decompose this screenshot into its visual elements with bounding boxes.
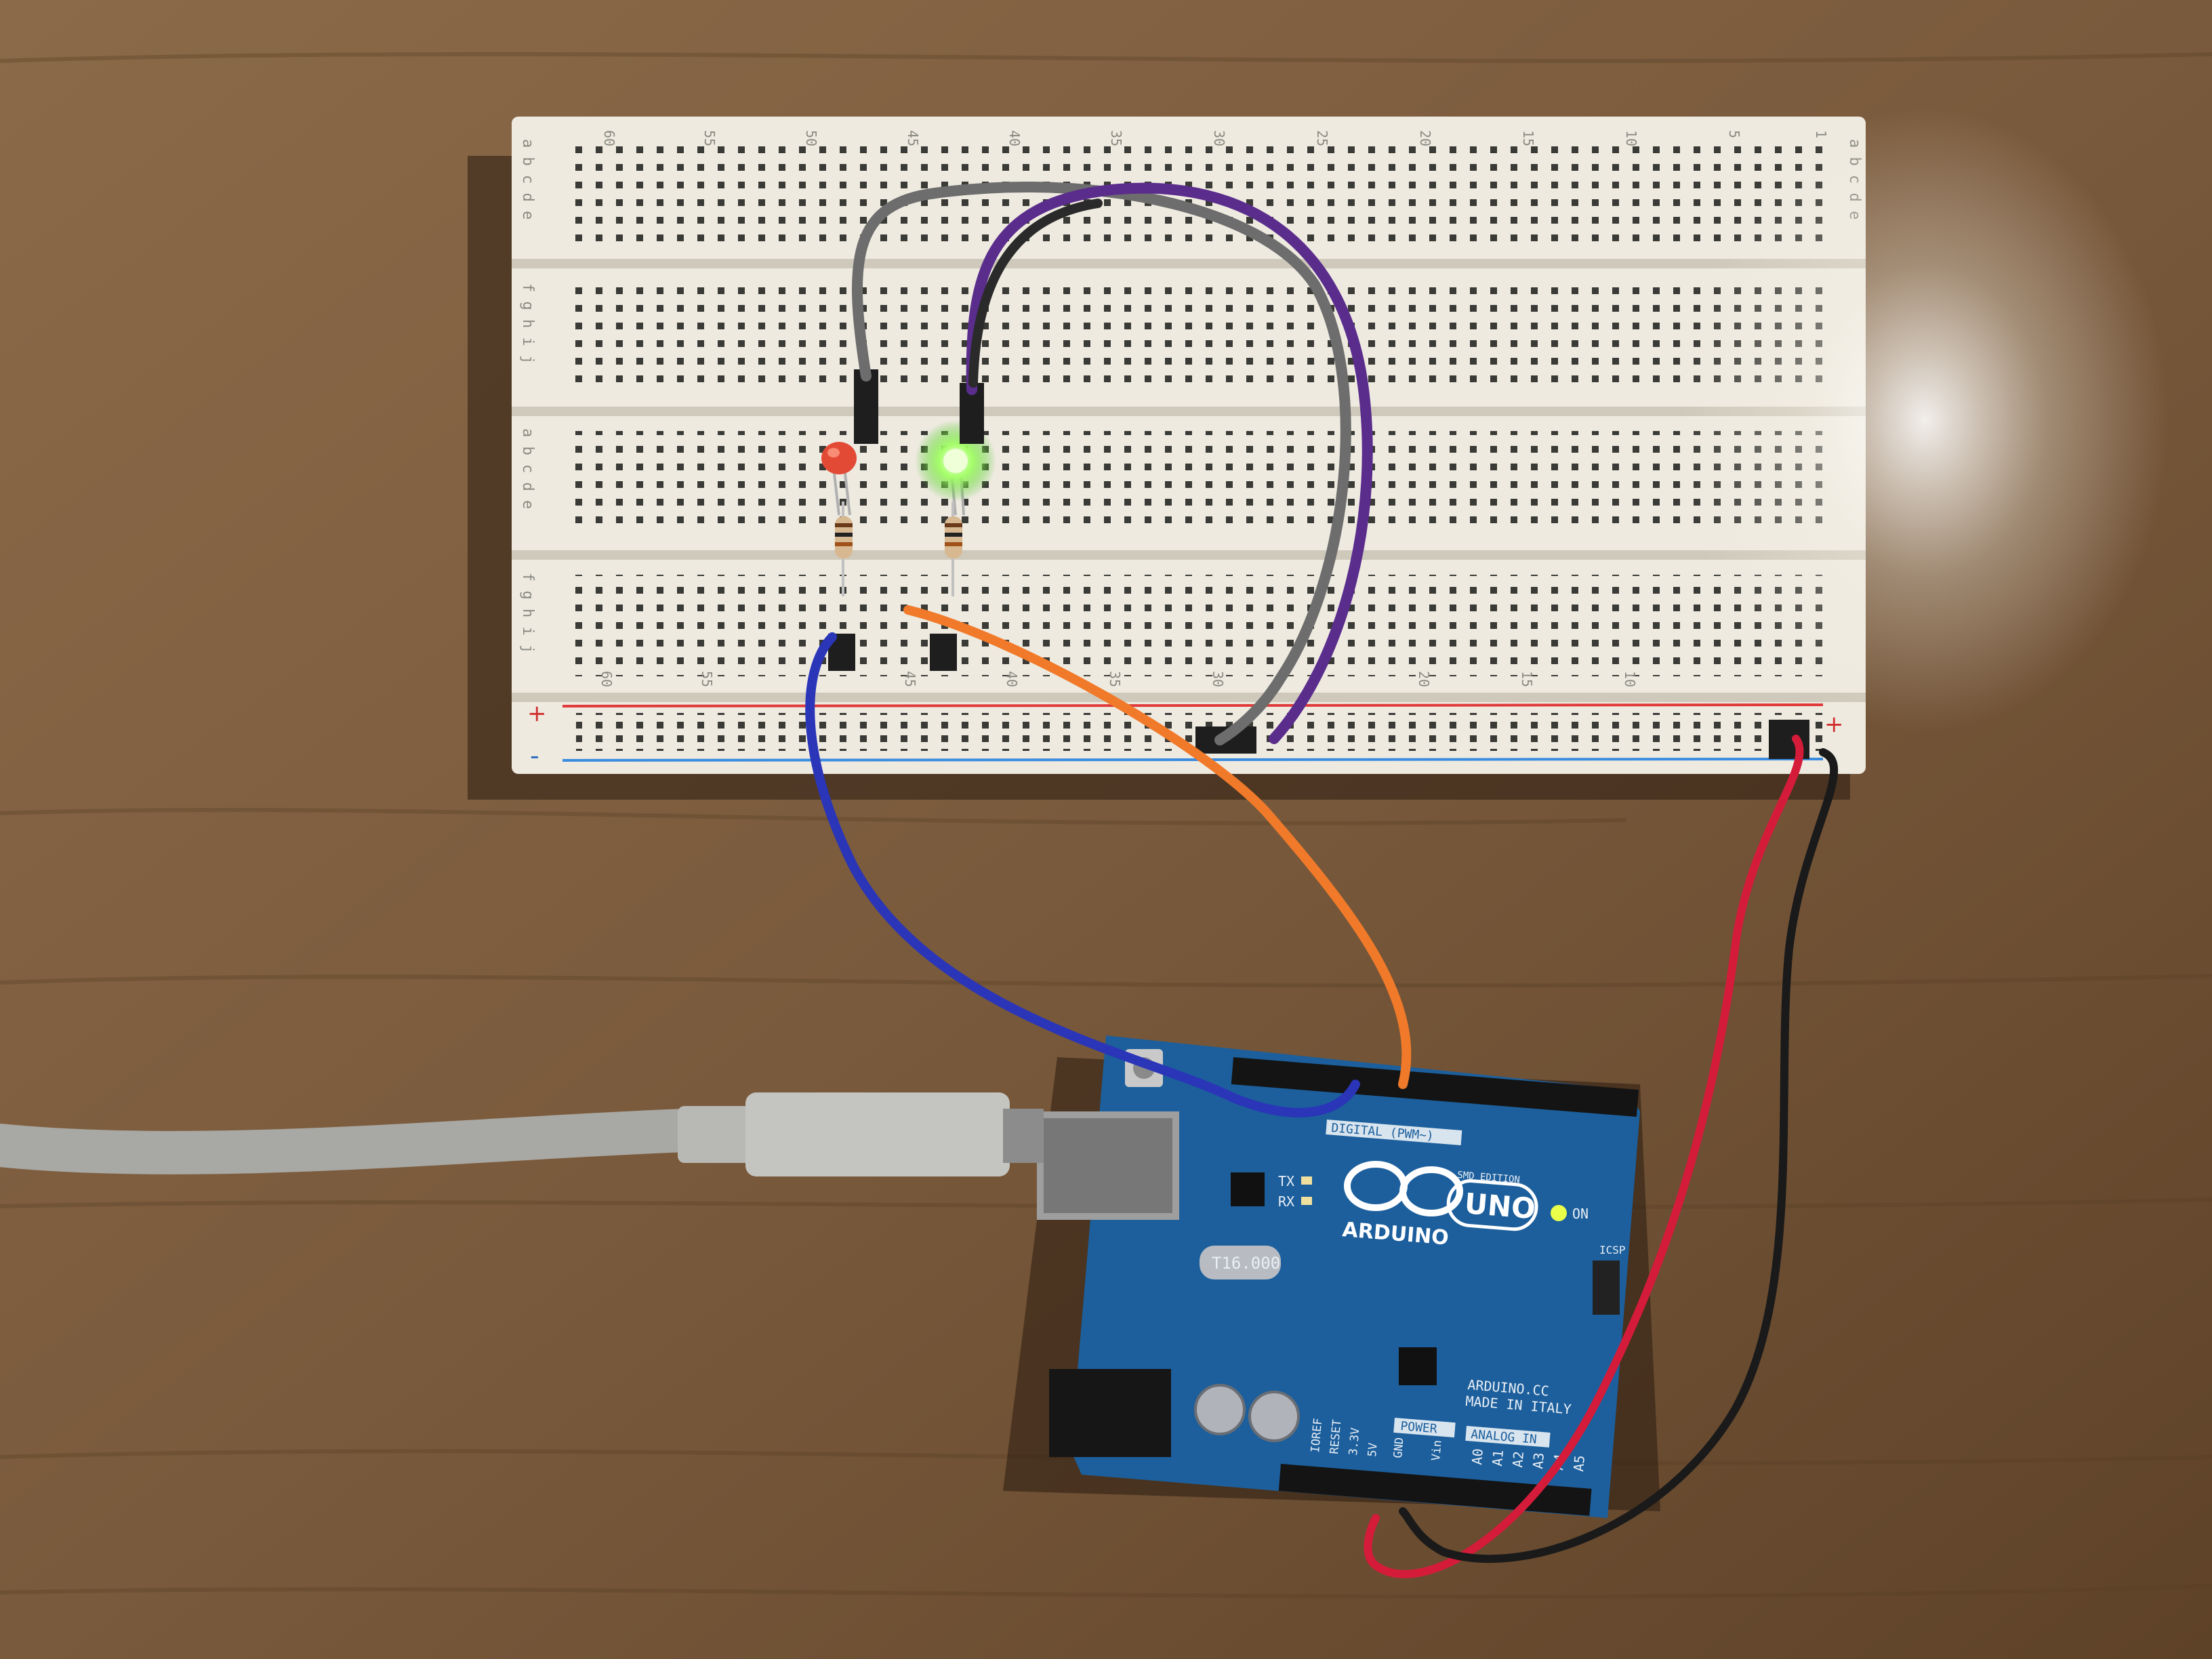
rail-line-red xyxy=(562,703,1824,708)
row-letters-top-1: a b c d e xyxy=(519,139,536,220)
wire-black xyxy=(1399,748,1839,1563)
plug-gray-left xyxy=(854,369,878,444)
pin-3v3-label: 3.3V xyxy=(1347,1427,1362,1456)
col-num-bottom-60: 60 xyxy=(598,671,615,687)
light-glare xyxy=(1681,108,2169,732)
wire-blue xyxy=(805,632,1360,1118)
col-num-bottom-15: 15 xyxy=(1519,671,1535,687)
capacitor-2 xyxy=(1248,1391,1300,1442)
pin-a1-label: A1 xyxy=(1489,1449,1507,1467)
capacitor-1 xyxy=(1194,1384,1246,1435)
col-num-bottom-40: 40 xyxy=(1004,671,1020,687)
col-num-60: 60 xyxy=(601,130,617,146)
rx-led xyxy=(1301,1197,1312,1205)
col-num-bottom-45: 45 xyxy=(902,671,918,687)
breadboard: + - + 60 55 50 45 40 35 30 25 20 15 10 5… xyxy=(512,117,1866,774)
col-num-45: 45 xyxy=(905,130,921,146)
dc-jack xyxy=(1049,1369,1171,1457)
breadboard-holes-bottom-2 xyxy=(562,575,1823,676)
usb-cable xyxy=(0,1092,1044,1176)
icsp-header xyxy=(1593,1261,1620,1315)
reset-pin-label: RESET xyxy=(1328,1419,1344,1455)
power-header-label: POWER xyxy=(1400,1419,1438,1436)
arduino-board: T16.000 ARDUINO UNO SMD EDITION ARDUINO.… xyxy=(1037,1036,1640,1518)
col-num-30: 30 xyxy=(1211,130,1227,146)
row-letters-bottom-1: f g h i j xyxy=(519,283,536,364)
col-num-bottom-55: 55 xyxy=(699,671,715,687)
wire-black-top xyxy=(968,199,1103,388)
row-letters-bottom-2: f g h i j xyxy=(519,573,536,653)
col-num-15: 15 xyxy=(1520,130,1536,146)
col-num-bottom-35: 35 xyxy=(1107,671,1123,687)
power-on-led xyxy=(1551,1205,1567,1221)
tx-led xyxy=(1301,1176,1312,1185)
col-num-bottom-30: 30 xyxy=(1210,671,1226,687)
rx-label: RX xyxy=(1278,1193,1294,1210)
pin-vin-label: Vin xyxy=(1429,1439,1445,1461)
on-label: ON xyxy=(1572,1206,1589,1222)
col-num-35: 35 xyxy=(1108,130,1124,146)
uno-badge xyxy=(1446,1179,1538,1231)
red-led xyxy=(821,442,857,516)
col-num-55: 55 xyxy=(701,130,718,146)
col-num-25: 25 xyxy=(1314,130,1330,146)
wire-gray xyxy=(852,182,1351,745)
col-num-50: 50 xyxy=(803,130,819,146)
rail-plus-right: + xyxy=(1824,711,1844,738)
breadboard-holes-top-2 xyxy=(562,285,1823,386)
digital-header xyxy=(1231,1057,1639,1117)
icsp-label: ICSP xyxy=(1599,1244,1626,1256)
pin-a2-label: A2 xyxy=(1509,1450,1527,1468)
wire-purple xyxy=(966,182,1373,744)
breadboard-holes-bottom-1 xyxy=(562,431,1823,533)
row-letters-top-2: a b c d e xyxy=(519,428,536,509)
col-num-40: 40 xyxy=(1006,130,1023,146)
rail-plus-left: + xyxy=(527,700,547,727)
ioref-label: IOREF xyxy=(1309,1418,1325,1454)
column-numbers-bottom: 60 55 45 40 35 30 20 15 10 xyxy=(598,671,1638,687)
col-num-10: 10 xyxy=(1623,130,1639,146)
usb-chip xyxy=(1231,1172,1265,1206)
rail-minus-left: - xyxy=(530,741,539,771)
crystal-label: T16.000 xyxy=(1212,1254,1280,1273)
resistor-right xyxy=(945,501,962,596)
resistor-left xyxy=(835,501,853,596)
plug-orange xyxy=(930,634,957,671)
rail-line-blue xyxy=(562,758,1824,762)
column-numbers-top: 60 55 50 45 40 35 30 25 20 15 10 5 1 xyxy=(601,130,1829,146)
col-num-20: 20 xyxy=(1417,130,1433,146)
col-num-bottom-10: 10 xyxy=(1622,671,1638,687)
power-analog-header xyxy=(1278,1464,1592,1516)
crystal xyxy=(1200,1246,1281,1279)
model-label: UNO xyxy=(1463,1187,1537,1225)
jumper-wires xyxy=(805,182,1839,1578)
pin-a5-label: A5 xyxy=(1570,1454,1588,1472)
microcontroller-chip xyxy=(1399,1347,1437,1385)
wire-orange xyxy=(903,605,1412,1089)
col-num-bottom-20: 20 xyxy=(1416,671,1432,687)
pin-5v-label: 5V xyxy=(1366,1442,1380,1457)
wire-red xyxy=(1364,735,1804,1578)
pin-a3-label: A3 xyxy=(1530,1452,1547,1469)
edition-label: SMD EDITION xyxy=(1457,1170,1521,1185)
arduino-logo xyxy=(1344,1161,1463,1216)
col-num-5: 5 xyxy=(1726,130,1742,138)
pin-gnd-label: GND xyxy=(1391,1437,1407,1458)
pin-a0-label: A0 xyxy=(1469,1448,1486,1465)
tx-label: TX xyxy=(1278,1173,1294,1189)
